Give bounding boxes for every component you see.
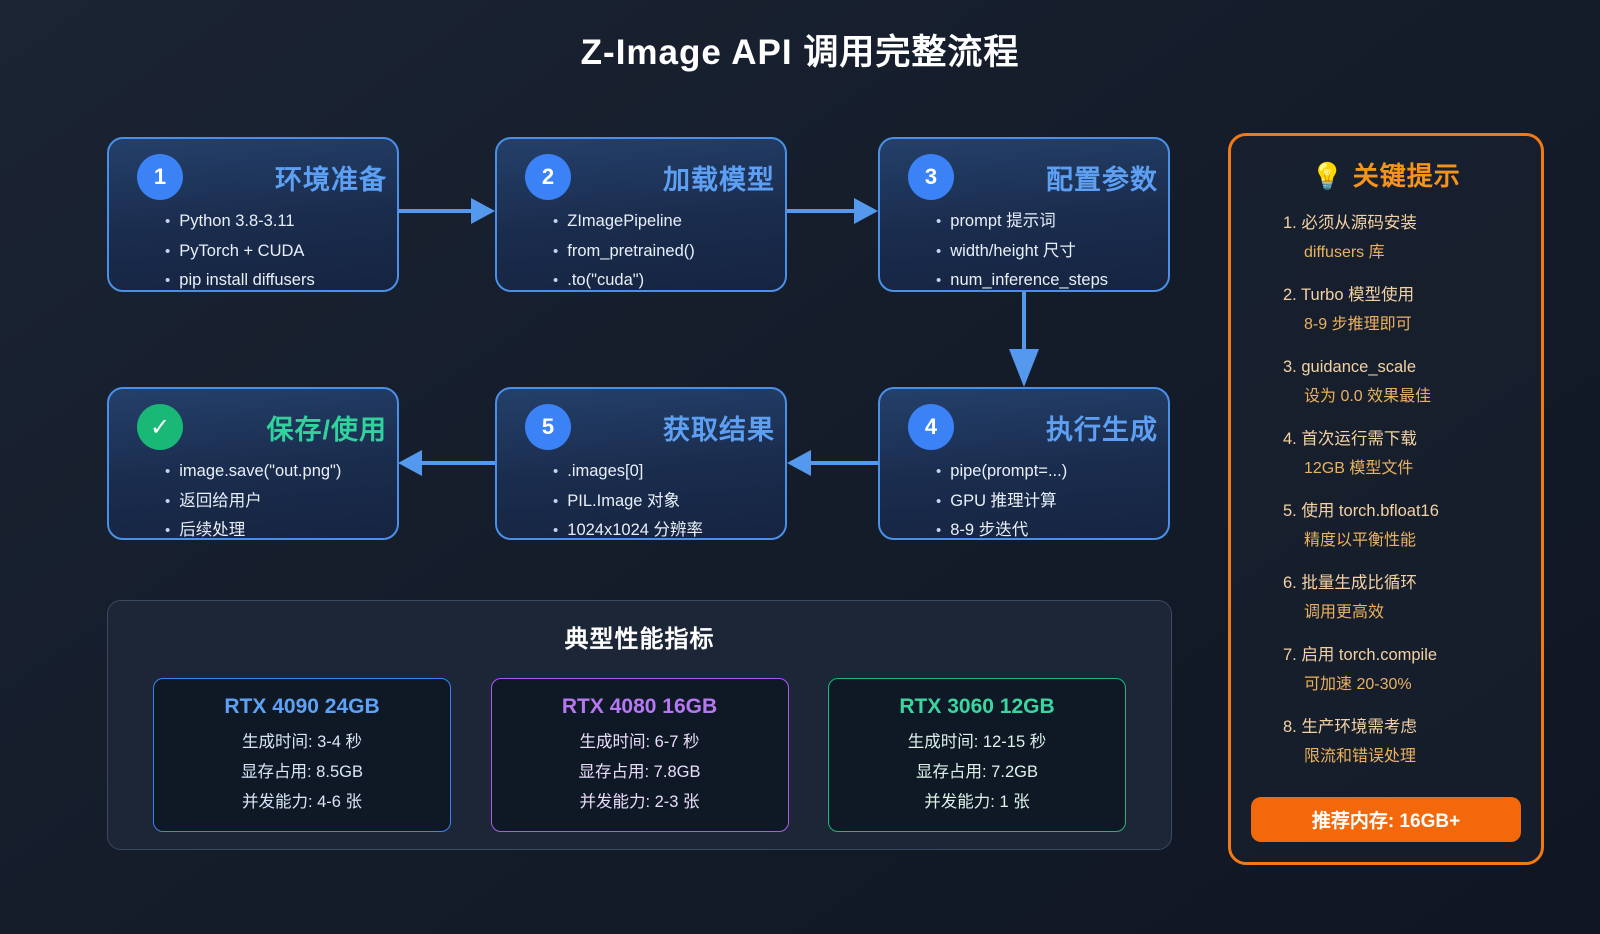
tip-line2: 设为 0.0 效果最佳 <box>1304 388 1432 405</box>
tip-line1: 7. 启用 torch.compile <box>1283 646 1438 664</box>
bullet-item: 1024x1024 分辨率 <box>553 516 785 546</box>
bullet-item: pipe(prompt=...) <box>936 457 1168 487</box>
tip-line1: 6. 批量生成比循环 <box>1283 574 1417 592</box>
tips-list: 1. 必须从源码安装 diffusers 库 2. Turbo 模型使用 8-9… <box>1231 209 1541 771</box>
page-title: Z-Image API 调用完整流程 <box>580 33 1020 72</box>
step-title: 加载模型 <box>663 164 775 195</box>
key-tips-panel: 💡 关键提示 1. 必须从源码安装 diffusers 库 2. Turbo 模… <box>1228 133 1544 865</box>
gpu-card-rtx4090: RTX 4090 24GB 生成时间: 3-4 秒 显存占用: 8.5GB 并发… <box>153 678 451 832</box>
bullet-item: 返回给用户 <box>165 487 397 517</box>
tip-item: 3. guidance_scale 设为 0.0 效果最佳 <box>1283 353 1541 411</box>
bullet-item: 后续处理 <box>165 516 397 546</box>
memory-recommendation-button[interactable]: 推荐内存: 16GB+ <box>1251 797 1521 842</box>
lightbulb-icon: 💡 <box>1311 161 1345 191</box>
performance-panel: 典型性能指标 RTX 4090 24GB 生成时间: 3-4 秒 显存占用: 8… <box>107 600 1172 850</box>
bullet-item: from_pretrained() <box>553 237 785 267</box>
step-box-generate: 4 执行生成 pipe(prompt=...) GPU 推理计算 8-9 步迭代 <box>878 387 1170 540</box>
bullet-item: .images[0] <box>553 457 785 487</box>
gpu-card-row: 生成时间: 3-4 秒 <box>241 733 363 751</box>
flow-arrow-left-icon <box>398 450 495 476</box>
step-title: 配置参数 <box>1046 164 1158 195</box>
tip-item: 5. 使用 torch.bfloat16 精度以平衡性能 <box>1283 497 1541 555</box>
bullet-item: GPU 推理计算 <box>936 487 1168 517</box>
gpu-card-row: 并发能力: 2-3 张 <box>579 793 700 811</box>
flow-arrow-left-icon <box>787 450 878 476</box>
step-box-environment: 1 环境准备 Python 3.8-3.11 PyTorch + CUDA pi… <box>107 137 399 292</box>
tip-line2: 可加速 20-30% <box>1304 676 1412 693</box>
bullet-item: num_inference_steps <box>936 266 1168 296</box>
step-box-save-use: ✓ 保存/使用 image.save("out.png") 返回给用户 后续处理 <box>107 387 399 540</box>
bullet-item: PyTorch + CUDA <box>165 237 397 267</box>
tip-item: 6. 批量生成比循环 调用更高效 <box>1283 569 1541 627</box>
tip-line1: 4. 首次运行需下载 <box>1283 430 1417 448</box>
tip-line2: 精度以平衡性能 <box>1304 532 1417 549</box>
step-box-config-params: 3 配置参数 prompt 提示词 width/height 尺寸 num_in… <box>878 137 1170 292</box>
step-title: 执行生成 <box>1046 414 1158 445</box>
check-icon: ✓ <box>137 404 183 450</box>
tip-line2: 限流和错误处理 <box>1304 748 1417 765</box>
tips-title-text: 关键提示 <box>1352 161 1461 191</box>
gpu-card-row: 并发能力: 1 张 <box>924 793 1030 811</box>
bullet-item: image.save("out.png") <box>165 457 397 487</box>
step-box-get-result: 5 获取结果 .images[0] PIL.Image 对象 1024x1024… <box>495 387 787 540</box>
gpu-card-row: 生成时间: 6-7 秒 <box>579 733 700 751</box>
tip-line1: 5. 使用 torch.bfloat16 <box>1283 502 1439 520</box>
tip-line1: 2. Turbo 模型使用 <box>1283 286 1415 304</box>
step-title: 环境准备 <box>275 164 387 195</box>
gpu-card-rtx3060: RTX 3060 12GB 生成时间: 12-15 秒 显存占用: 7.2GB … <box>828 678 1126 832</box>
step-title: 获取结果 <box>663 414 775 445</box>
tip-line2: 调用更高效 <box>1304 604 1385 621</box>
flow-arrow-right-icon <box>398 198 495 224</box>
bullet-item: 8-9 步迭代 <box>936 516 1168 546</box>
gpu-card-title: RTX 4090 24GB <box>224 695 380 718</box>
gpu-card-row: 生成时间: 12-15 秒 <box>907 733 1047 751</box>
flow-arrow-right-icon <box>787 198 878 224</box>
step-number-badge: 5 <box>525 404 571 450</box>
tip-line2: 8-9 步推理即可 <box>1304 316 1412 333</box>
step-number-badge: 4 <box>908 404 954 450</box>
tip-item: 8. 生产环境需考虑 限流和错误处理 <box>1283 713 1541 771</box>
step-box-load-model: 2 加载模型 ZImagePipeline from_pretrained() … <box>495 137 787 292</box>
tip-item: 7. 启用 torch.compile 可加速 20-30% <box>1283 641 1541 699</box>
gpu-card-rtx4080: RTX 4080 16GB 生成时间: 6-7 秒 显存占用: 7.8GB 并发… <box>490 678 789 832</box>
tips-panel-title: 💡 关键提示 <box>1231 156 1541 193</box>
tip-item: 2. Turbo 模型使用 8-9 步推理即可 <box>1283 281 1541 339</box>
bullet-item: prompt 提示词 <box>936 207 1168 237</box>
flow-arrow-down-icon <box>1009 292 1039 387</box>
bullet-item: PIL.Image 对象 <box>553 487 785 517</box>
step-number-badge: 3 <box>908 154 954 200</box>
performance-title: 典型性能指标 <box>564 626 715 653</box>
step-title: 保存/使用 <box>266 414 387 445</box>
tip-line1: 8. 生产环境需考虑 <box>1283 718 1417 736</box>
gpu-card-title: RTX 4080 16GB <box>561 695 718 718</box>
gpu-card-row: 显存占用: 8.5GB <box>241 763 363 781</box>
bullet-item: pip install diffusers <box>165 266 397 296</box>
gpu-card-row: 并发能力: 4-6 张 <box>241 793 363 811</box>
tip-item: 1. 必须从源码安装 diffusers 库 <box>1283 209 1541 267</box>
gpu-card-title: RTX 3060 12GB <box>899 695 1055 718</box>
gpu-card-row: 显存占用: 7.8GB <box>578 763 701 781</box>
bullet-item: Python 3.8-3.11 <box>165 207 397 237</box>
tip-item: 4. 首次运行需下载 12GB 模型文件 <box>1283 425 1541 483</box>
bullet-item: .to("cuda") <box>553 266 785 296</box>
step-number-badge: 1 <box>137 154 183 200</box>
tip-line2: 12GB 模型文件 <box>1304 460 1414 477</box>
gpu-card-row: 显存占用: 7.2GB <box>916 763 1038 781</box>
bullet-item: ZImagePipeline <box>553 207 785 237</box>
tip-line1: 1. 必须从源码安装 <box>1283 214 1417 232</box>
tip-line2: diffusers 库 <box>1304 244 1385 261</box>
tip-line1: 3. guidance_scale <box>1283 358 1417 376</box>
step-number-badge: 2 <box>525 154 571 200</box>
bullet-item: width/height 尺寸 <box>936 237 1168 267</box>
